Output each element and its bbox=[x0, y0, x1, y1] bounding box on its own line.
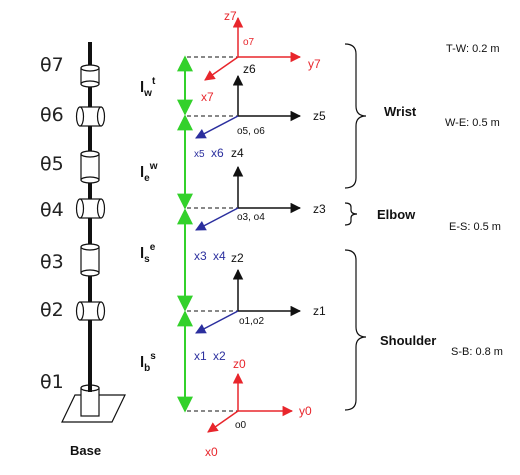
joint-2-cylinder bbox=[75, 301, 106, 321]
length-label-base-shoulder: lbs bbox=[140, 351, 156, 374]
frame-2-z-label: z2 bbox=[231, 251, 244, 265]
length-label-elbow-wrist: lew bbox=[140, 161, 158, 184]
distance-tool-wrist: T-W: 0.2 m bbox=[446, 43, 500, 55]
distance-elbow-shoulder: E-S: 0.5 m bbox=[449, 221, 501, 233]
joint-1-cylinder bbox=[80, 380, 100, 417]
wrist-brace bbox=[344, 43, 367, 189]
joint-label-6: θ6 bbox=[40, 104, 64, 126]
frame-1-2: z2 z1 o1,o2 x1 x2 bbox=[194, 251, 326, 363]
frame-3-z-label: z3 bbox=[313, 202, 326, 216]
frame-7-origin-label: o7 bbox=[243, 37, 255, 48]
joint-label-3: θ3 bbox=[40, 251, 64, 273]
length-label-shoulder-elbow: lse bbox=[140, 242, 156, 265]
distance-shoulder-base: S-B: 0.8 m bbox=[451, 346, 503, 358]
frame-0-x-label: x0 bbox=[205, 445, 218, 459]
frame-5-6: z6 z5 o5, o6 x5 x6 bbox=[194, 62, 326, 160]
frame-1-2-origin-label: o1,o2 bbox=[239, 316, 264, 327]
frame-0-y-label: y0 bbox=[299, 404, 312, 418]
frame-0: z0 y0 o0 x0 bbox=[205, 357, 312, 459]
frame-0-origin-label: o0 bbox=[235, 420, 247, 431]
frame-3-4: z4 z3 o3, o4 x3 x4 bbox=[194, 146, 326, 263]
joint-6-cylinder bbox=[75, 106, 106, 127]
frame-3-x-label: x3 bbox=[194, 249, 207, 263]
elbow-brace bbox=[344, 202, 358, 226]
frame-1-z-label: z1 bbox=[313, 304, 326, 318]
frame-7-x-label: x7 bbox=[201, 90, 214, 104]
frame-5-x-label: x5 bbox=[194, 149, 205, 160]
robot-arm bbox=[61, 42, 126, 423]
group-label-wrist: Wrist bbox=[384, 104, 417, 119]
joint-label-1: θ1 bbox=[40, 371, 64, 393]
joint-4-cylinder bbox=[75, 198, 106, 219]
joint-7-cylinder bbox=[80, 64, 100, 88]
group-label-elbow: Elbow bbox=[377, 207, 416, 222]
joint-label-4: θ4 bbox=[40, 199, 64, 221]
joint-label-2: θ2 bbox=[40, 299, 64, 321]
frame-0-z-label: z0 bbox=[233, 357, 246, 371]
shoulder-brace bbox=[344, 249, 367, 411]
frame-6-x-label: x6 bbox=[211, 146, 224, 160]
joint-5-cylinder bbox=[80, 150, 100, 184]
frame-5-6-origin-label: o5, o6 bbox=[237, 126, 265, 137]
frame-6-z-label: z6 bbox=[243, 62, 256, 76]
frame-guides bbox=[187, 56, 238, 412]
frame-7-z-label: z7 bbox=[224, 9, 237, 23]
frame-1-x-label: x1 bbox=[194, 349, 207, 363]
length-label-wrist-tool: lwt bbox=[140, 76, 156, 99]
frame-7: z7 o7 y7 x7 bbox=[201, 9, 321, 104]
distance-wrist-elbow: W-E: 0.5 m bbox=[445, 117, 500, 129]
frame-5-z-label: z5 bbox=[313, 109, 326, 123]
joint-3-cylinder bbox=[80, 243, 100, 277]
frame-3-4-origin-label: o3, o4 bbox=[237, 212, 265, 223]
base-label: Base bbox=[70, 443, 101, 458]
frame-4-z-label: z4 bbox=[231, 146, 244, 160]
joint-label-7: θ7 bbox=[40, 54, 64, 76]
frame-7-y-label: y7 bbox=[308, 57, 321, 71]
frame-2-x-label: x2 bbox=[213, 349, 226, 363]
group-label-shoulder: Shoulder bbox=[380, 333, 436, 348]
joint-label-5: θ5 bbox=[40, 153, 64, 175]
frame-4-x-label: x4 bbox=[213, 249, 226, 263]
